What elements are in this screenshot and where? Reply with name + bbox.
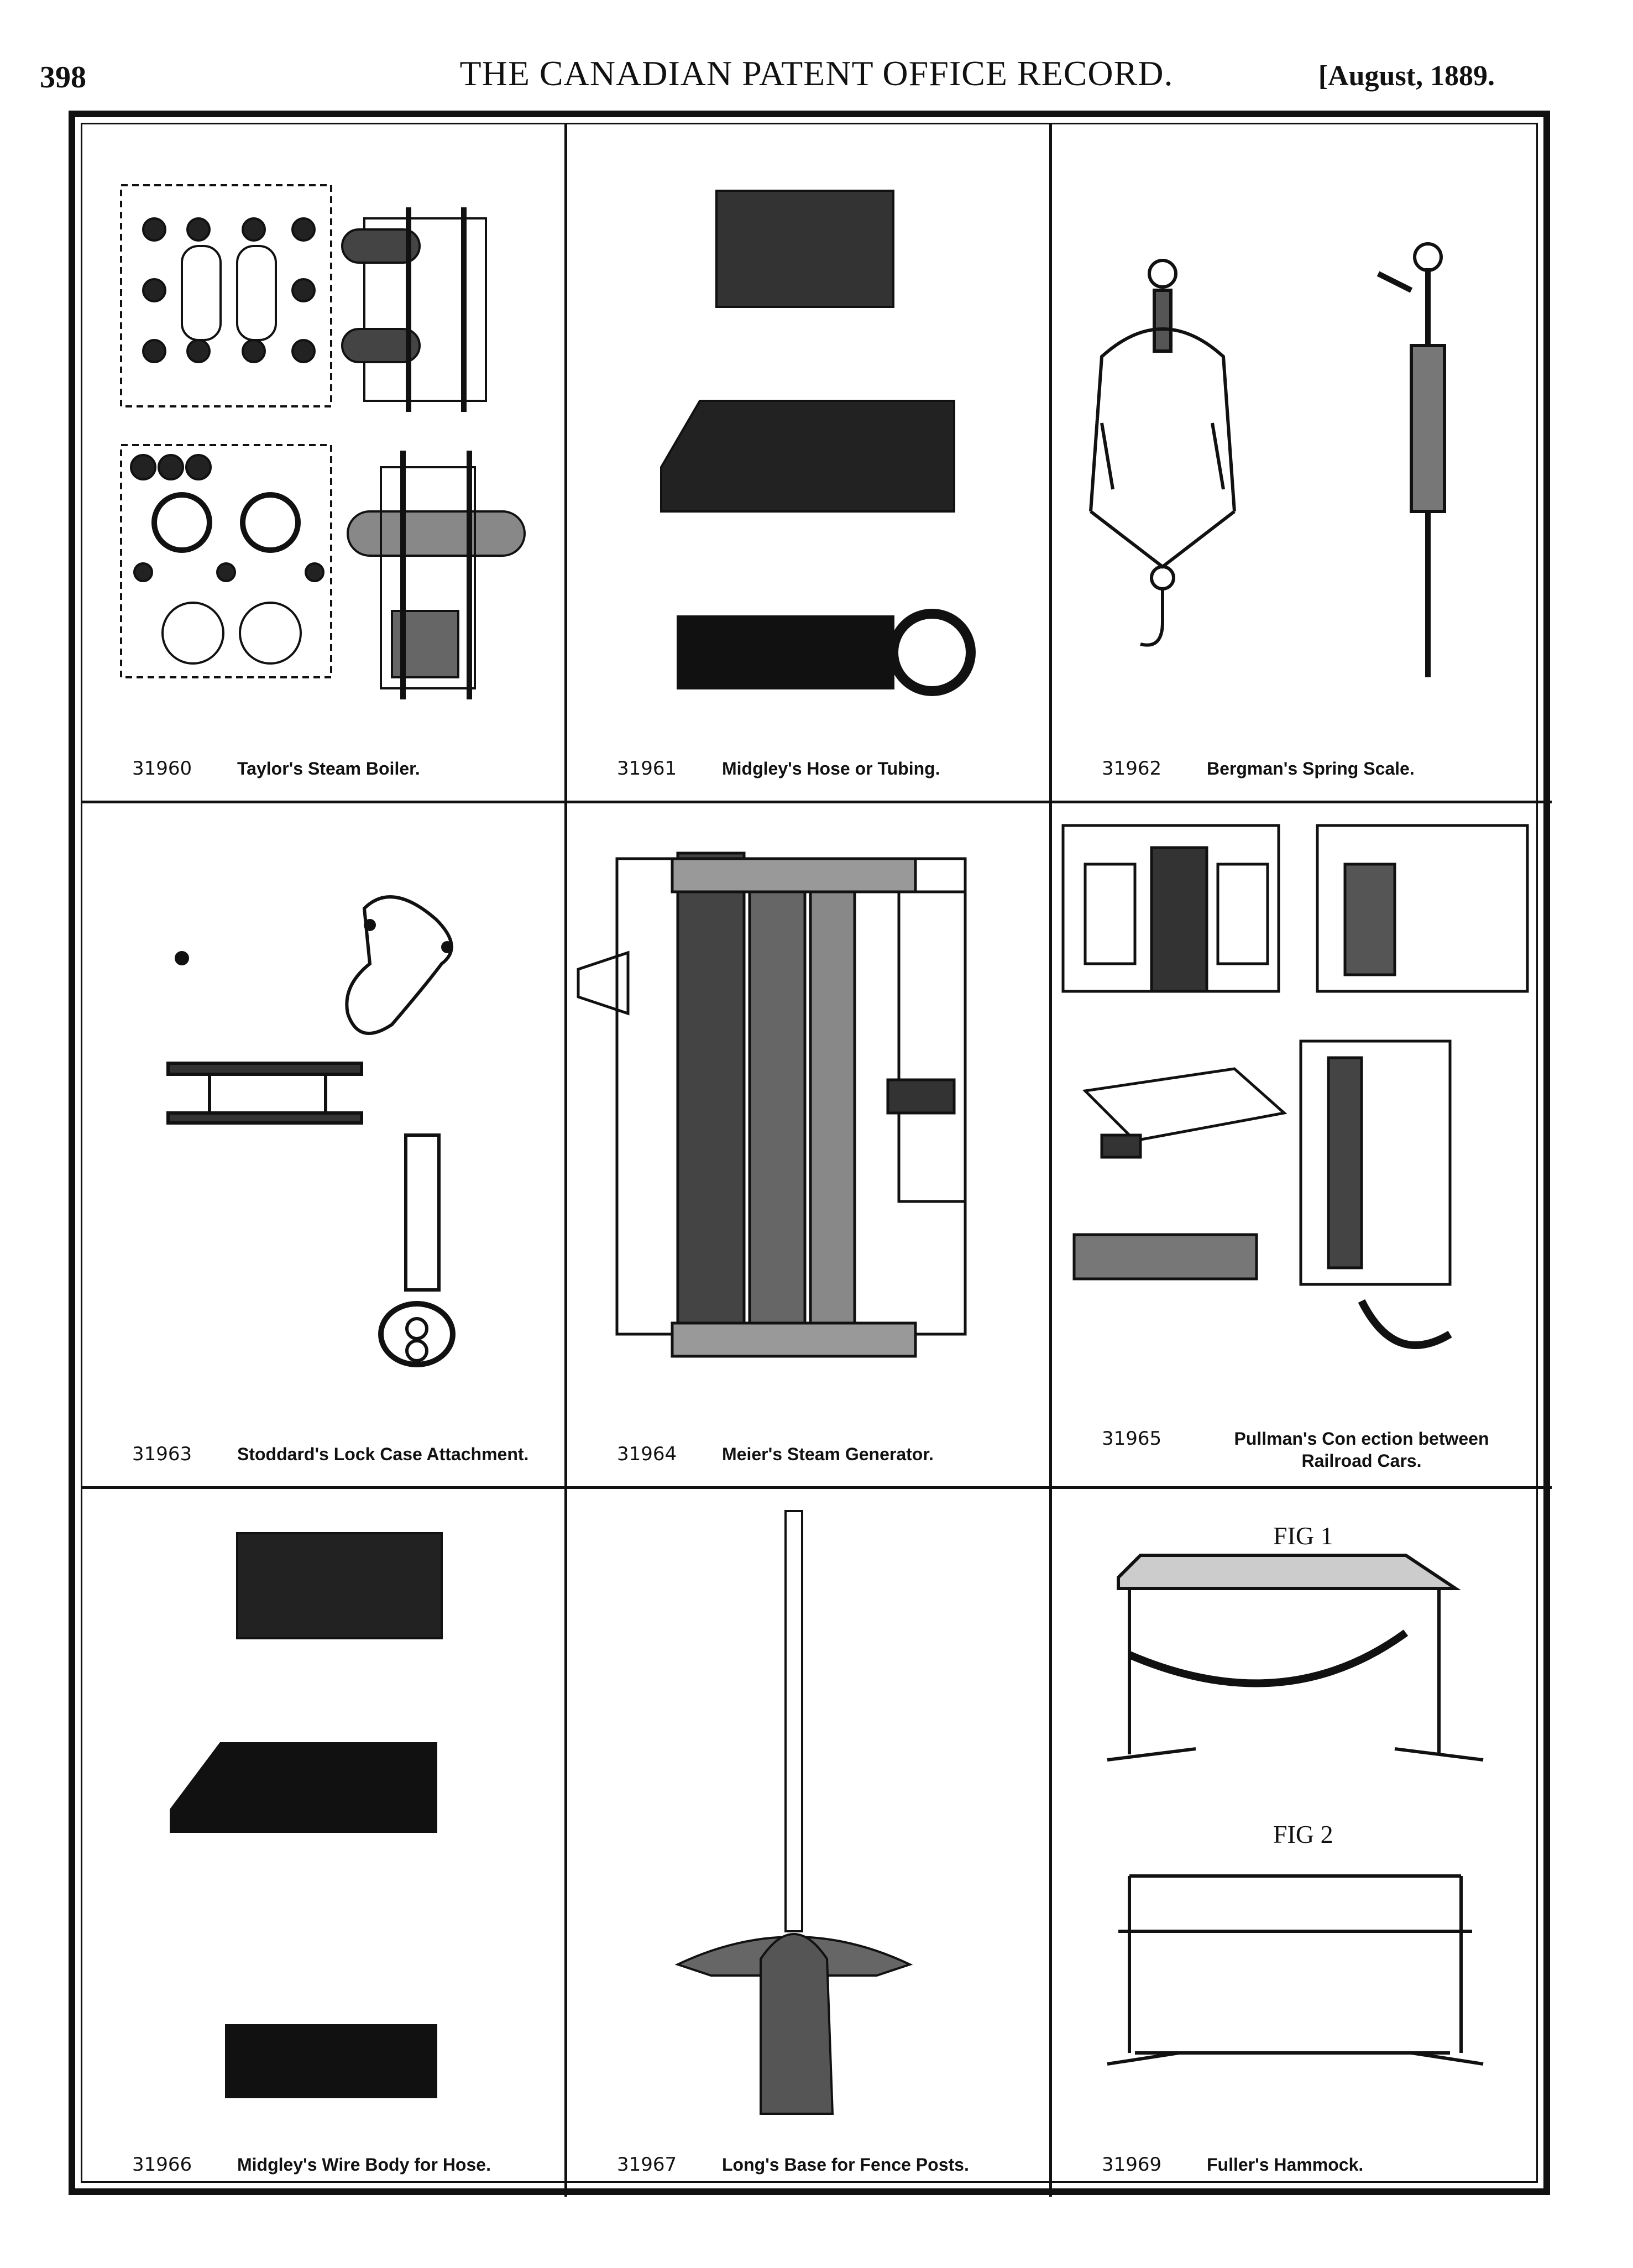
patent-title: Bergman's Spring Scale. xyxy=(1207,759,1415,778)
patent-caption: 31960 Taylor's Steam Boiler. xyxy=(132,757,542,780)
lock-case-drawing xyxy=(166,895,456,1367)
railroad-cars-drawing xyxy=(1061,824,1529,1349)
hose-tubing-drawing xyxy=(660,190,976,696)
patent-number: 31967 xyxy=(617,2154,677,2176)
patent-title: Long's Base for Fence Posts. xyxy=(722,2155,969,2175)
patent-caption: 31965 Pullman's Con ection between Railro… xyxy=(1102,1428,1530,1472)
patent-cell-31962: 31962 Bergman's Spring Scale. xyxy=(1052,124,1552,803)
steam-boiler-drawing xyxy=(120,184,526,699)
patent-title: Midgley's Hose or Tubing. xyxy=(722,759,940,778)
hammock-drawing: FIG 1 FIG 2 xyxy=(1107,1522,1484,2066)
spring-scale-drawing xyxy=(1089,242,1446,677)
hammock-fig1-label: FIG 1 xyxy=(1273,1522,1333,1550)
page-header: 398 THE CANADIAN PATENT OFFICE RECORD. [… xyxy=(0,0,1633,105)
patent-number: 31960 xyxy=(132,757,192,780)
patent-title: Meier's Steam Generator. xyxy=(722,1444,934,1464)
patent-title: Stoddard's Lock Case Attachment. xyxy=(237,1444,529,1464)
hammock-fig2-label: FIG 2 xyxy=(1273,1820,1333,1848)
patent-cell-31967: 31967 Long's Base for Fence Posts. xyxy=(567,1489,1052,2197)
steam-generator-drawing xyxy=(577,851,967,1358)
patent-caption: 31966 Midgley's Wire Body for Hose. xyxy=(132,2154,542,2176)
patent-caption: 31962 Bergman's Spring Scale. xyxy=(1102,757,1530,780)
page-number: 398 xyxy=(40,60,86,95)
patent-caption: 31969 Fuller's Hammock. xyxy=(1102,2154,1530,2176)
patent-number: 31962 xyxy=(1102,757,1162,780)
patent-number: 31969 xyxy=(1102,2154,1162,2176)
patent-title: Midgley's Wire Body for Hose. xyxy=(237,2155,491,2175)
patent-caption: 31967 Long's Base for Fence Posts. xyxy=(617,2154,1027,2176)
patent-caption: 31963 Stoddard's Lock Case Attachment. xyxy=(132,1443,542,1465)
issue-date: [August, 1889. xyxy=(1318,60,1495,92)
patent-number: 31964 xyxy=(617,1443,677,1465)
patent-title: Pullman's Con ection between Railroad Ca… xyxy=(1234,1429,1489,1471)
patent-cell-31966: 31966 Midgley's Wire Body for Hose. xyxy=(82,1489,567,2197)
patent-cell-31960: 31960 Taylor's Steam Boiler. xyxy=(82,124,567,803)
wire-body-hose-drawing xyxy=(170,1532,443,2098)
patent-number: 31963 xyxy=(132,1443,192,1465)
patent-cell-31964: 31964 Meier's Steam Generator. xyxy=(567,803,1052,1489)
patent-cell-31965: 31965 Pullman's Con ection between Railro… xyxy=(1052,803,1552,1489)
patent-title: Fuller's Hammock. xyxy=(1207,2155,1364,2175)
patent-caption: 31964 Meier's Steam Generator. xyxy=(617,1443,1027,1465)
patent-cell-31961: 31961 Midgley's Hose or Tubing. xyxy=(567,124,1052,803)
patent-cell-31963: 31963 Stoddard's Lock Case Attachment. xyxy=(82,803,567,1489)
patent-number: 31966 xyxy=(132,2154,192,2176)
patent-caption: 31961 Midgley's Hose or Tubing. xyxy=(617,757,1027,780)
patent-number: 31961 xyxy=(617,757,677,780)
patent-title: Taylor's Steam Boiler. xyxy=(237,759,420,778)
patent-number: 31965 xyxy=(1102,1428,1162,1450)
publication-title: THE CANADIAN PATENT OFFICE RECORD. xyxy=(459,54,1174,93)
fence-post-base-drawing xyxy=(674,1510,913,2115)
